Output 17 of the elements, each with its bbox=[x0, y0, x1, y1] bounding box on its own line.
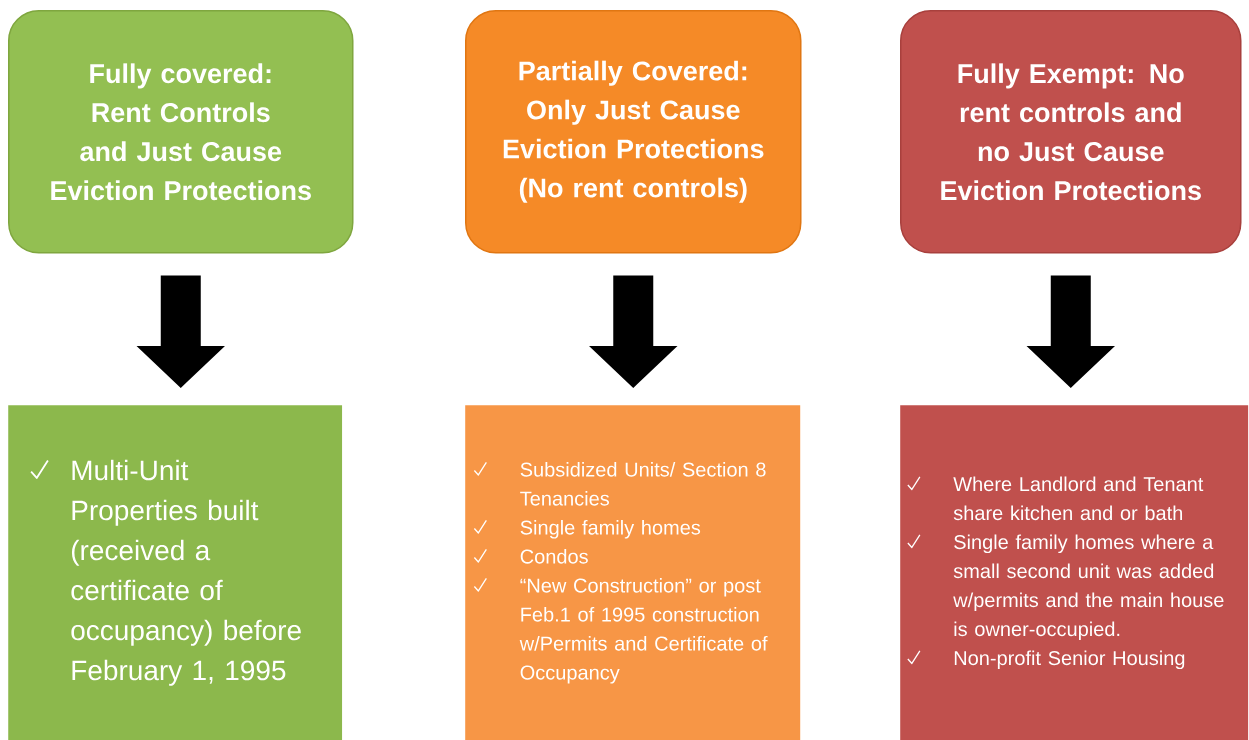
list-item: “New Construction” or post Feb.1 of 1995 construction w/Permits and Certificate of Occupancy bbox=[519, 577, 768, 684]
list-item: Condos bbox=[520, 548, 588, 564]
heading: Fully Exempt: No rent controls and no Just Cause Eviction Protections bbox=[941, 63, 1201, 201]
list-box bbox=[8, 405, 343, 740]
list-item: Multi-Unit Properties built (received a certificate of occupancy) before February 1, 1995 bbox=[71, 459, 301, 686]
list-item: Single family homes bbox=[520, 519, 701, 539]
heading: Partially Covered: Only Just Cause Eviction Protections (No rent controls) bbox=[503, 60, 764, 203]
list-item: Single family homes where a small second unit was added w/permits and the main house is owner-occupied. bbox=[953, 534, 1224, 641]
list-box bbox=[465, 405, 801, 740]
header-box bbox=[900, 10, 1242, 254]
list-box bbox=[900, 405, 1249, 740]
list-item: Where Landlord and Tenant share kitchen and or bath bbox=[953, 476, 1204, 521]
header-box bbox=[8, 10, 354, 254]
heading: Fully covered: Rent Controls and Just Cause Eviction Protections bbox=[51, 63, 311, 201]
list-item: Non-profit Senior Housing bbox=[954, 650, 1185, 670]
list-item: Subsidized Units/ Section 8 Tenancies bbox=[520, 461, 766, 506]
header-box bbox=[465, 10, 802, 254]
